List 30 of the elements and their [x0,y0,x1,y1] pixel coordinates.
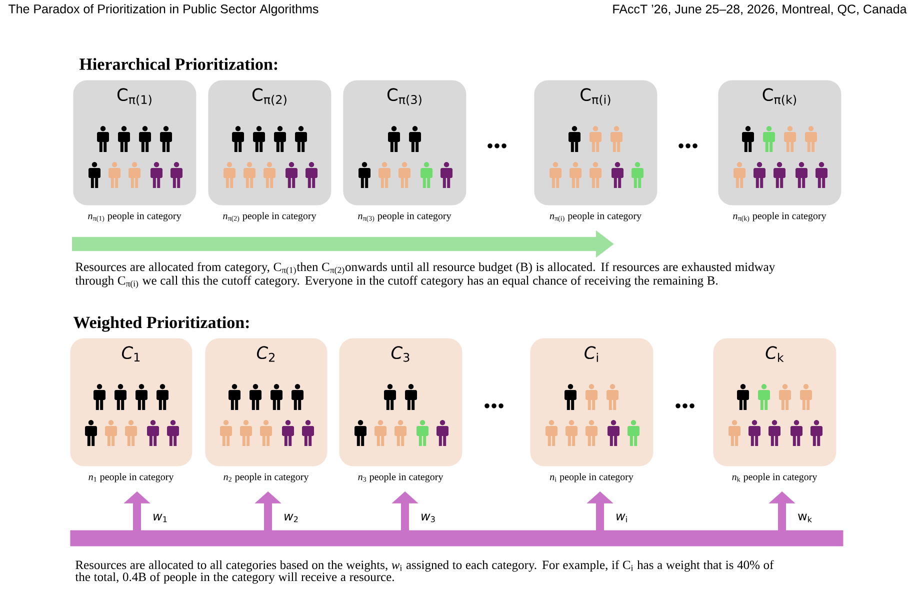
category-caption: n$_{k}$ people in category [732,473,818,482]
category-box: C$_{3}$ [339,338,462,466]
ellipsis: ••• [488,144,506,148]
weight-label: w$_{k}$ [798,514,812,522]
page-header: The Paradox of Prioritization in Public Sector Algorithms [8,4,318,16]
allocation-bar [70,530,844,546]
category-caption: n$_{π(1)}$ people in category [88,212,182,222]
category-caption: n$_{3}$ people in category [358,473,444,482]
category-caption: n$_{i}$ people in category [550,473,634,482]
category-caption: n$_{π(2)}$ people in category [223,212,316,222]
weight-label: w$_{2}$ [284,514,298,522]
weight-label: w$_{1}$ [154,514,167,522]
weight-label: w$_{3}$ [422,514,435,522]
category-caption: n$_{1}$ people in category [88,473,174,482]
ellipsis: ••• [484,404,504,408]
category-caption: n$_{2}$ people in category [224,473,309,482]
description: Resources are allocated to all categories based on the weights, w$_{i}$ assigned to each category. For example, if C$_{i}$ has a weight that is 40% of the total, 0.4B of people in the category will receive a resource. [75,560,774,584]
category-box: C$_{π(i)}$ [534,80,658,206]
category-caption: n$_{π(i)}$ people in category [550,212,642,222]
section-heading: Hierarchical Prioritization: [80,58,278,70]
page-header: FAccT ’26, June 25–28, 2026, Montreal, QC, Canada [613,4,907,16]
section-heading: Weighted Prioritization: [73,316,249,332]
category-caption: n$_{π(k)}$ people in category [733,212,826,222]
category-caption: n$_{π(3)}$ people in category [358,212,452,222]
ellipsis: ••• [676,404,694,408]
category-box: C$_{π(3)}$ [343,80,466,206]
weight-label: w$_{i}$ [616,514,627,522]
category-box: C$_{i}$ [530,338,654,466]
description: Resources are allocated from category, C$_{π(1)}$then C$_{π(2)}$onwards until all resource budget (B) is allocated. If resources are exhausted midway through C$_{π(i)}$ we call this the cutoff category. Everyone in the cutoff category has an equal chance of receiving the remaining B. [75,262,776,288]
ellipsis: ••• [678,144,698,148]
